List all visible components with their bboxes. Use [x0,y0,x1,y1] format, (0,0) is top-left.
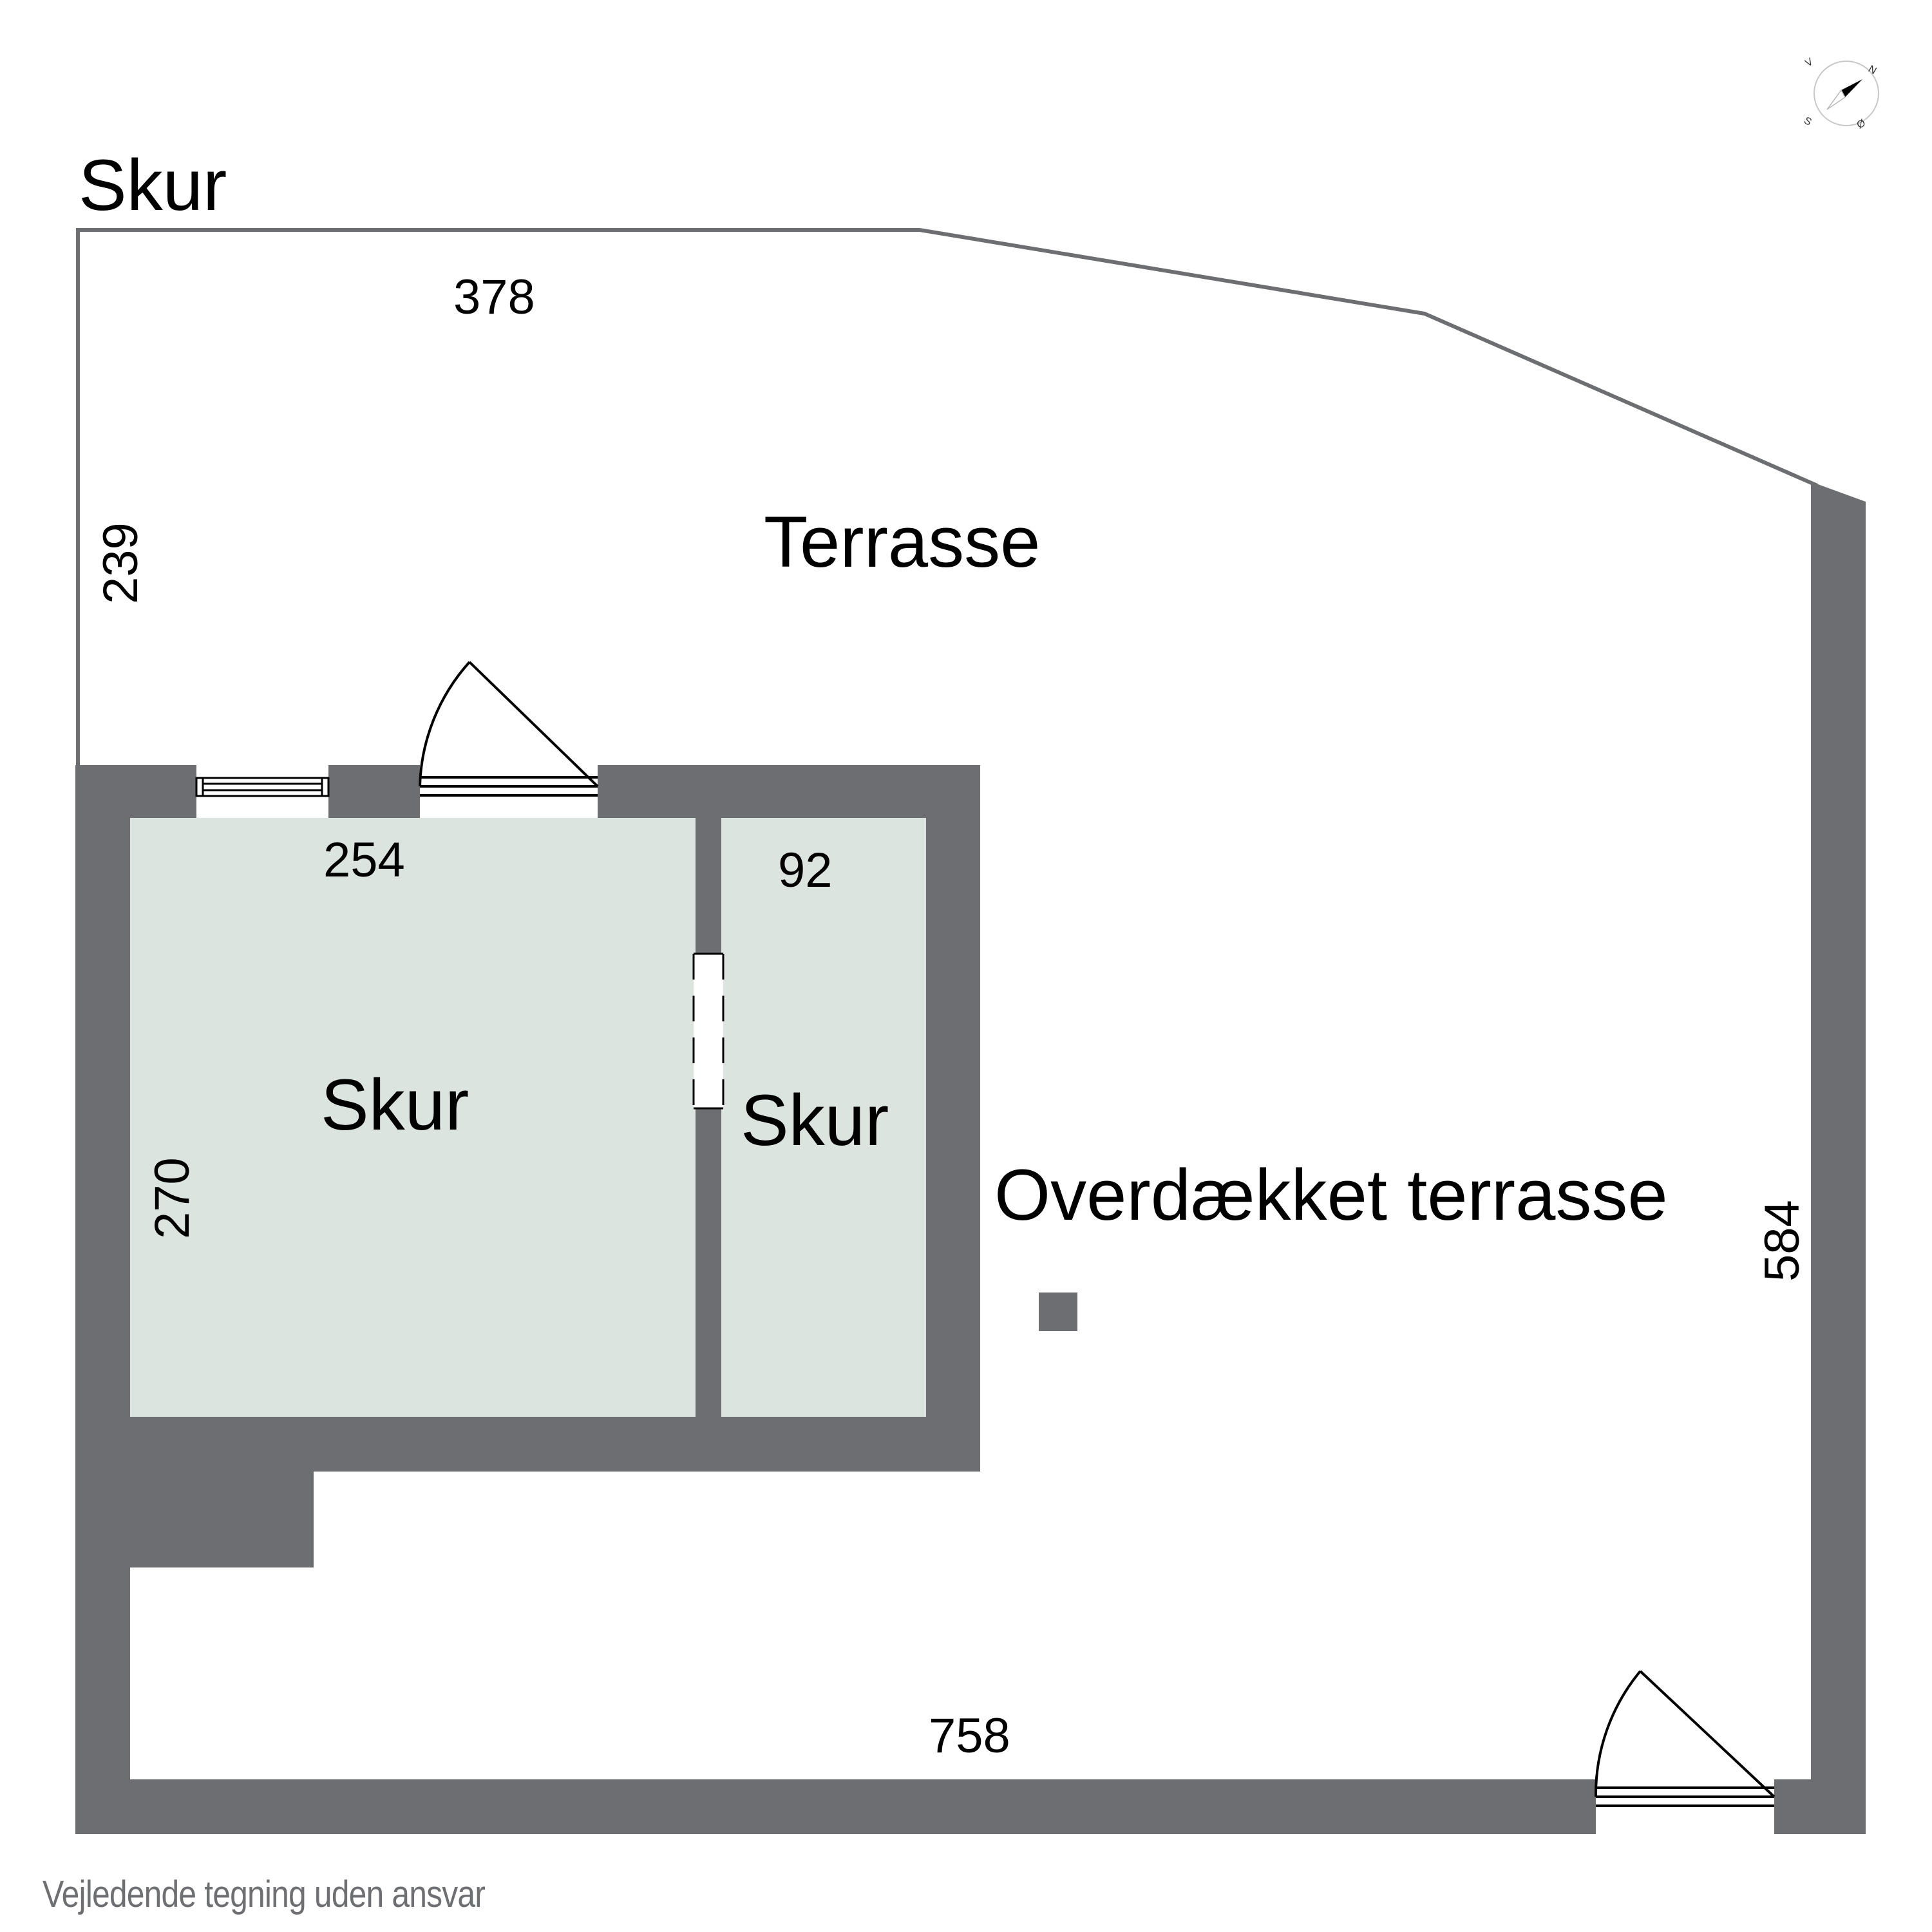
shed-title-label: Skur [79,145,227,225]
terrace-outline [76,228,1819,766]
compass-icon: V N S Ø [1798,39,1895,135]
dimension-covered-right: 584 [1755,1200,1810,1282]
door-symbol-shed [419,661,599,797]
shed-large-label: Skur [321,1065,469,1145]
window-symbol [195,777,330,797]
walls [75,482,1866,1834]
covered-terrace-label: Overdækket terrasse [994,1155,1668,1235]
dimension-shed-large-width: 254 [323,833,405,887]
svg-text:V: V [1804,56,1815,69]
partition-opening [692,952,724,1110]
door-symbol-bottom [1594,1670,1776,1812]
shed-small-floor [721,818,926,1417]
svg-text:N: N [1866,64,1879,77]
dimension-terrace-top: 378 [453,270,535,325]
svg-text:S: S [1802,115,1814,128]
shed-small-label: Skur [741,1080,889,1160]
dimension-covered-bottom: 758 [929,1709,1010,1763]
terrace-label: Terrasse [764,502,1041,582]
dimension-shed-small-width: 92 [778,843,833,898]
dimension-shed-large-height: 270 [145,1157,200,1239]
disclaimer-text: Vejledende tegning uden ansvar [43,1873,486,1915]
dimension-terrace-left: 239 [93,522,148,604]
shed-large-floor [130,818,696,1417]
